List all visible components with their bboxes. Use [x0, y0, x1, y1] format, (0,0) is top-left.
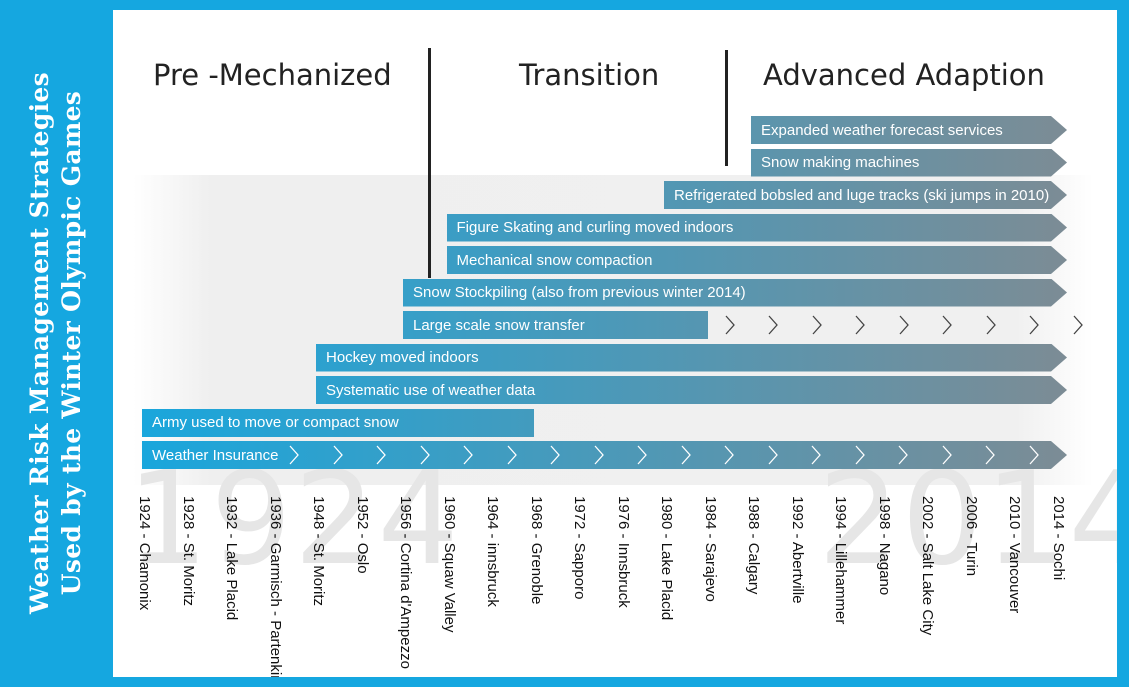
games-label: 1988 - Calgary [745, 496, 762, 595]
games-label: 1992 - Abertville [788, 496, 806, 604]
games-label: 1972 - Sapporo [571, 496, 588, 600]
watermark-start-year: 1924 [127, 445, 461, 594]
timeline-chevron-icon [840, 441, 880, 469]
title-line-2: Used by the Winter Olympic Games [57, 90, 86, 596]
games-label: 1994 - Lillehammer [832, 496, 849, 625]
continuation-chevron-icon [753, 311, 793, 339]
timeline-chevron-icon [492, 441, 532, 469]
games-label: 1948 - St. Moritz [310, 496, 327, 607]
strategy-label: Mechanical snow compaction [456, 251, 653, 269]
strategy-bar: Snow Stockpiling (also from previous win… [403, 279, 1067, 307]
timeline-chevron-icon [361, 441, 401, 469]
strategy-bar: Snow making machines [751, 149, 1067, 177]
continuation-chevron-icon [797, 311, 837, 339]
games-label: 2002 - Salt Lake City [919, 496, 936, 636]
games-label: 1998 - Nagano [875, 496, 893, 596]
timeline-chevron-icon [622, 441, 662, 469]
timeline-chevron-icon [883, 441, 923, 469]
games-label: 2006 - Turin [962, 496, 980, 577]
timeline-chevron-icon [709, 441, 749, 469]
strategy-bar: Army used to move or compact snow [142, 408, 534, 437]
strategy-bar: Hockey moved indoors [316, 344, 1067, 372]
title-line-1: Weather Risk Management Strategies [25, 71, 54, 615]
strategy-label: Army used to move or compact snow [152, 414, 399, 431]
strategy-label: Snow Stockpiling (also from previous win… [413, 284, 746, 301]
timeline-chevron-icon [753, 441, 793, 469]
timeline-chevron-icon [535, 441, 575, 469]
diagram-panel: 1924 2014 Pre -Mechanized Transition Adv… [113, 10, 1117, 677]
games-label: 1976 - Innsbruck [614, 496, 632, 608]
timeline-chevron-icon [405, 441, 445, 469]
games-label: 1968 - Grenoble [527, 496, 545, 605]
continuation-chevron-icon [971, 311, 1011, 339]
timeline-chevron-icon [970, 441, 1010, 469]
games-label: 1960 - Squaw Valley [440, 496, 458, 633]
games-label: 2014 - Sochi [1049, 496, 1067, 581]
strategy-label: Large scale snow transfer [413, 316, 585, 334]
timeline-chevron-icon [1014, 441, 1054, 469]
games-label: 1952 - Oslo [353, 496, 371, 574]
phase-divider-2 [725, 50, 728, 166]
timeline-chevron-icon [796, 441, 836, 469]
games-label: 1928 - St. Moritz [179, 496, 197, 607]
strategy-bar: Mechanical snow compaction [447, 246, 1068, 274]
games-label: 2010 - Vancouver [1006, 496, 1023, 614]
games-label: 1964 - innsbruck [484, 496, 501, 607]
timeline-chevron-icon [927, 441, 967, 469]
strategy-label: Hockey moved indoors [326, 349, 479, 366]
strategy-label: Weather Insurance [152, 446, 279, 464]
strategy-label: Systematic use of weather data [326, 381, 536, 399]
continuation-chevron-icon [840, 311, 880, 339]
strategy-bar: Weather Insurance [142, 441, 1067, 469]
phase-pre-mechanized: Pre -Mechanized [153, 58, 392, 92]
phase-transition: Transition [519, 58, 660, 92]
timeline-chevron-icon [579, 441, 619, 469]
continuation-chevron-icon [710, 311, 750, 339]
continuation-chevron-icon [884, 311, 924, 339]
strategy-bar: Expanded weather forecast services [751, 116, 1067, 144]
strategy-bar: Figure Skating and curling moved indoors [447, 214, 1068, 242]
watermark-end-year: 2014 [818, 445, 1117, 594]
games-label: 1936 - Garmisch - Partenkirchen [266, 496, 284, 677]
timeline-chevron-icon [274, 441, 314, 469]
strategy-label: Expanded weather forecast services [761, 121, 1003, 139]
strategy-label: Figure Skating and curling moved indoors [456, 219, 734, 236]
games-label: 1980 - Lake Placid [658, 496, 675, 621]
side-title: Weather Risk Management Strategies Used … [0, 0, 113, 687]
strategy-bar: Refrigerated bobsled and luge tracks (sk… [664, 181, 1067, 209]
strategy-label: Snow making machines [761, 154, 920, 171]
games-label: 1956 - Cortina d'Ampezzo [397, 496, 414, 669]
continuation-chevron-icon [1014, 311, 1054, 339]
timeline-chevron-icon [666, 441, 706, 469]
strategy-bar: Systematic use of weather data [316, 376, 1067, 404]
strategy-label: Refrigerated bobsled and luge tracks (sk… [674, 186, 1050, 204]
timeline-chevron-icon [448, 441, 488, 469]
games-label: 1924 - Chamonix [136, 496, 153, 611]
timeline-chevron-icon [318, 441, 358, 469]
games-label: 1984 - Sarajevo [701, 496, 719, 602]
strategy-bar: Large scale snow transfer [403, 311, 708, 339]
phase-advanced-adaption: Advanced Adaption [763, 58, 1045, 92]
phase-divider-1 [428, 48, 431, 278]
games-label: 1932 - Lake Placid [223, 496, 240, 621]
continuation-chevron-icon [1058, 311, 1098, 339]
continuation-chevron-icon [927, 311, 967, 339]
